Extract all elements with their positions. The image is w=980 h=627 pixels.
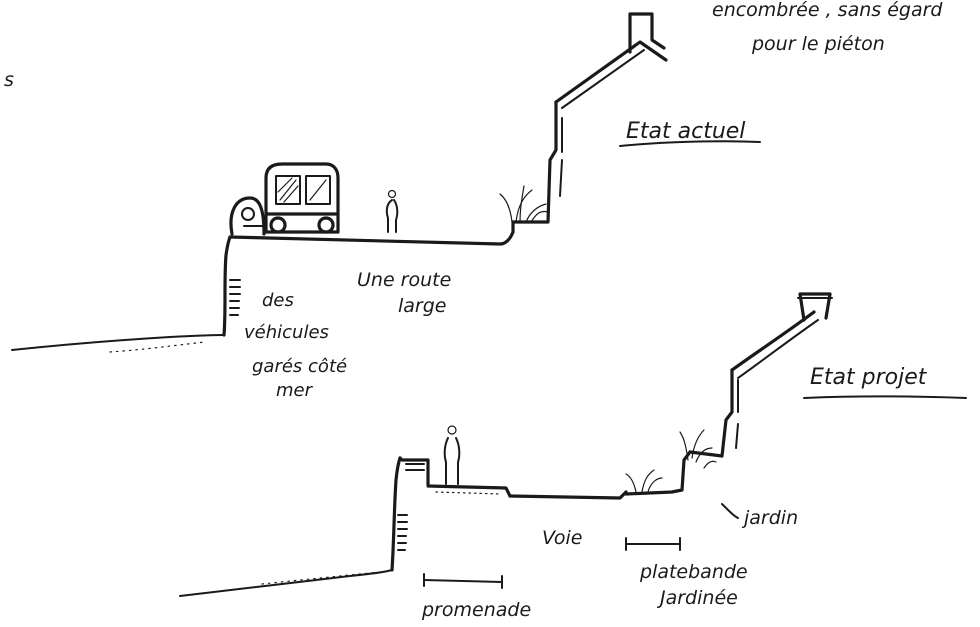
- garden-label-leader: [722, 504, 738, 518]
- pedestrian-icon: [387, 191, 398, 233]
- project-state-section: Etat projet Voie jardin platebande Jardi…: [180, 294, 966, 621]
- bed-label-line2: Jardinée: [656, 587, 738, 609]
- promenade-dimension: [424, 574, 502, 588]
- project-wall-ticks: [398, 515, 407, 550]
- garden-label: jardin: [741, 507, 798, 529]
- parking-label-line4: mer: [276, 380, 314, 401]
- current-terrace-wall-inner: [560, 118, 562, 196]
- top-note-line2: pour le piéton: [751, 33, 885, 55]
- project-parapet-detail: [406, 464, 424, 470]
- project-roof-edge: [738, 320, 818, 378]
- current-road-surface: [230, 232, 513, 244]
- lane-label: Voie: [542, 527, 582, 549]
- current-house-roof: [556, 42, 666, 102]
- parking-label-line1: des: [262, 290, 294, 311]
- promenade-label: promenade: [421, 599, 531, 621]
- current-state-section: Etat actuel Une route large des véhicule…: [12, 14, 760, 401]
- road-label-line2: large: [398, 295, 446, 317]
- parking-label-line3: garés côté: [252, 356, 347, 377]
- current-garden-plants: [500, 186, 548, 222]
- project-garden-plants: [626, 430, 716, 492]
- current-sea-ground: [12, 335, 224, 350]
- current-terrace-wall: [513, 102, 556, 232]
- project-state-title: Etat projet: [810, 365, 928, 390]
- project-house-wall-inner: [736, 380, 738, 448]
- parked-van-icon: [266, 164, 338, 232]
- project-pedestrian-icon: [445, 426, 460, 484]
- garden-bed-dimension: [626, 538, 680, 550]
- parking-label-line2: véhicules: [244, 322, 329, 343]
- current-sea-dots: [110, 342, 205, 352]
- bed-label-line1: platebande: [639, 561, 748, 583]
- current-roof-edge: [562, 50, 644, 108]
- left-fragment-text: s: [4, 69, 14, 91]
- road-label-line1: Une route: [357, 269, 451, 291]
- project-house-roof: [732, 312, 814, 370]
- current-wall-ticks: [230, 280, 240, 315]
- parked-car-icon: [231, 198, 264, 234]
- top-note-line1: encombrée , sans égard: [712, 0, 943, 21]
- project-title-underline: [804, 397, 966, 399]
- current-quay-wall: [224, 237, 230, 335]
- promenade-texture: [436, 492, 500, 494]
- lane-surface: [510, 492, 626, 498]
